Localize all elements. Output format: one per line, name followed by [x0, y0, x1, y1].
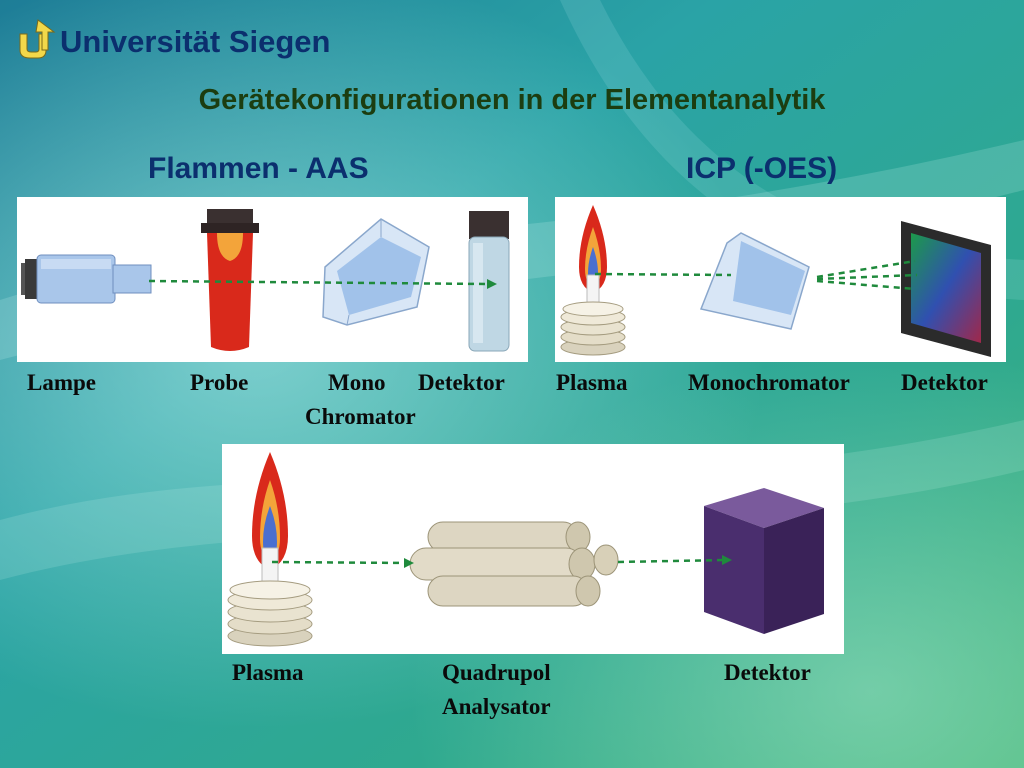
beam-arrow-icon [487, 279, 497, 289]
label-monochromator-line1: Mono [328, 370, 386, 395]
quadrupole-rods-icon [409, 521, 619, 607]
beam-arrow-icon [404, 558, 414, 568]
label-detector-icp: Detektor [901, 370, 988, 395]
monochromator-prism-icon [699, 232, 810, 330]
section-title-aas: Flammen - AAS [148, 152, 369, 185]
section-title-icp: ICP (-OES) [686, 152, 838, 185]
light-beam [816, 259, 916, 279]
label-plasma-ms: Plasma [232, 660, 304, 685]
plasma-torch-icon [560, 205, 626, 356]
label-quadrupole-line2: Analysator [442, 694, 551, 719]
label-monochromator-icp: Monochromator [688, 370, 850, 395]
ion-beam [271, 560, 409, 565]
detector-tube-icon [468, 211, 510, 352]
hollow-cathode-lamp-icon [21, 254, 152, 304]
label-quadrupole-line1: Quadrupol [442, 660, 551, 685]
icp-oes-diagram-panel [555, 197, 1006, 362]
light-beam [148, 279, 488, 286]
icp-ms-diagram-panel [222, 444, 844, 654]
university-name: Universität Siegen [60, 24, 331, 59]
label-detector-aas: Detektor [418, 370, 505, 395]
plasma-torch-icon [227, 452, 313, 647]
label-detector-ms: Detektor [724, 660, 811, 685]
label-plasma-icp: Plasma [556, 370, 628, 395]
light-beam [594, 272, 732, 277]
beam-arrow-icon [722, 555, 732, 565]
ion-beam [617, 558, 727, 564]
label-sample: Probe [190, 370, 249, 395]
label-monochromator-line2: Chromator [305, 404, 416, 429]
ion-detector-cube-icon [704, 488, 824, 634]
label-lamp: Lampe [27, 370, 96, 395]
light-beam [816, 273, 918, 281]
university-u-arrow-logo-icon [19, 19, 56, 59]
light-beam [816, 279, 916, 291]
slide-title: Gerätekonfigurationen in der Elementanal… [198, 84, 826, 116]
aas-diagram-panel [17, 197, 528, 362]
flame-burner-icon [201, 209, 259, 351]
array-detector-icon [901, 221, 991, 357]
monochromator-prism-icon [322, 218, 430, 326]
